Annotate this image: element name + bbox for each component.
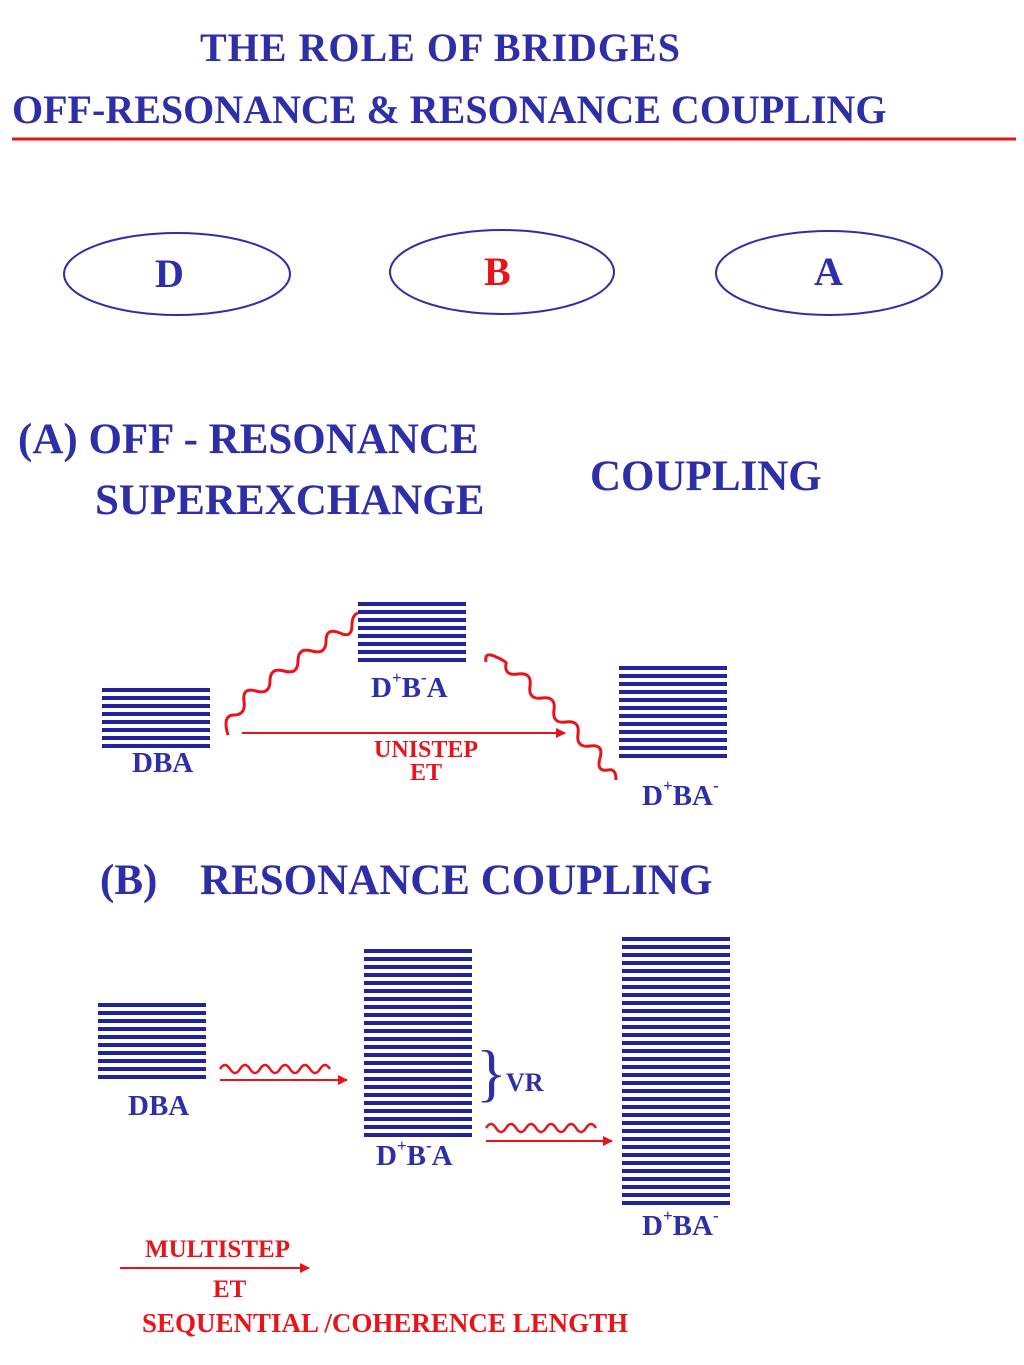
vr-brace: } [476,1037,507,1108]
section-b-prefix: (B) [100,857,158,904]
section-b-heading: RESONANCE COUPLING [200,857,713,904]
a-dba-label: DBA [132,747,194,779]
title-line-1: THE ROLE OF BRIDGES [200,25,681,70]
a-product-label: D+BA- [642,776,719,812]
b-dba-levels [98,1003,206,1079]
acceptor-label: A [814,249,843,294]
unistep-label: UNISTEP ET [373,737,479,786]
a-dba-levels [102,688,210,748]
b-bridge-levels [364,949,472,1137]
bridge-ellipse [389,229,615,315]
a-wavy-right [484,653,618,781]
coupling-label: COUPLING [590,453,822,500]
vr-label: VR [506,1068,544,1097]
multistep-label: MULTISTEP [145,1236,290,1263]
donor-ellipse [63,232,291,316]
b-wavy-2 [484,1122,598,1134]
section-a-heading-2: SUPEREXCHANGE [95,477,485,524]
a-bridge-levels [358,602,466,662]
b-bridge-state-label: D+B-A [376,1136,453,1172]
a-bridge-state-label: D+B-A [371,668,448,704]
et-label: ET [213,1276,247,1303]
b-product-label: D+BA- [642,1206,719,1242]
b-product-levels [622,937,730,1205]
a-product-levels [619,666,727,758]
b-wavy-1 [218,1063,332,1075]
title-line-2: OFF-RESONANCE & RESONANCE COUPLING [12,87,887,132]
sequential-label: SEQUENTIAL /COHERENCE LENGTH [142,1308,629,1338]
a-wavy-left [224,611,359,736]
bridge-label: B [484,249,511,294]
section-a-heading-1: (A) OFF - RESONANCE [18,416,479,463]
b-dba-label: DBA [128,1090,190,1122]
acceptor-ellipse [715,230,943,316]
donor-label: D [155,251,184,296]
